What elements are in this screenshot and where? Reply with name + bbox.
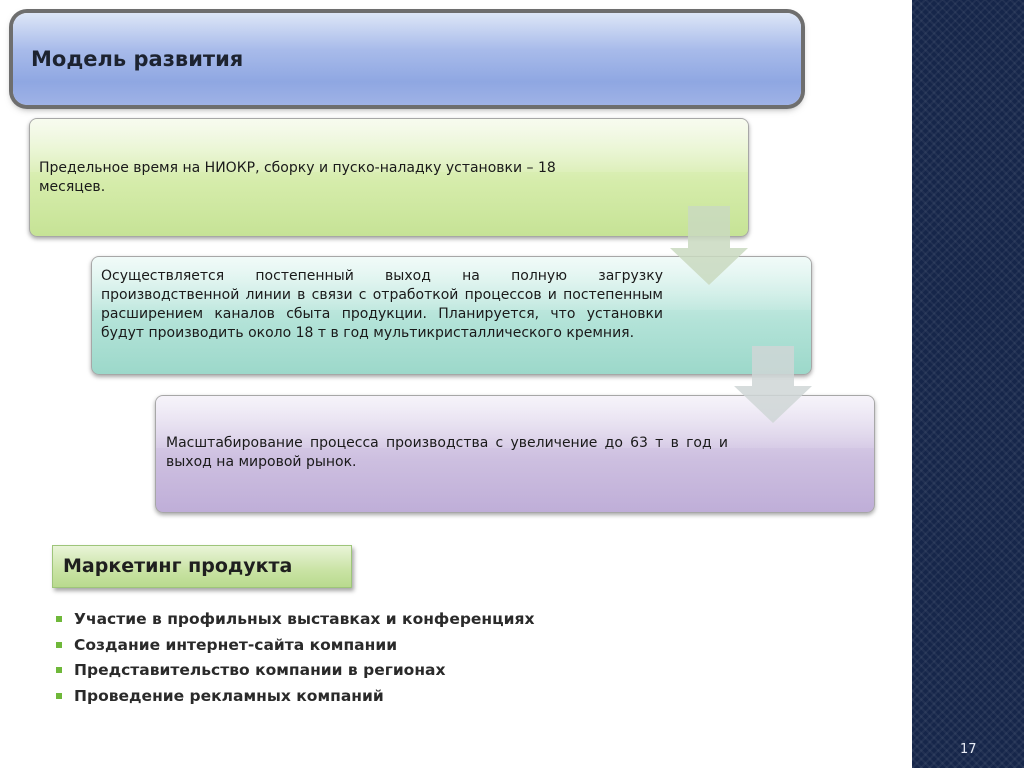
list-item-text: Проведение рекламных компаний <box>74 686 384 705</box>
process-step-1: Предельное время на НИОКР, сборку и пуск… <box>29 118 749 237</box>
process-step-3: Масштабирование процесса производства с … <box>155 395 875 513</box>
list-item: Участие в профильных выставках и конфере… <box>56 610 676 636</box>
square-bullet-icon <box>56 616 62 622</box>
square-bullet-icon <box>56 667 62 673</box>
section-heading: Маркетинг продукта <box>52 545 352 588</box>
list-item-text: Представительство компании в регионах <box>74 661 446 679</box>
title-banner: Модель развития <box>13 13 801 105</box>
page-title: Модель развития <box>31 47 244 71</box>
process-step-2-text: Осуществляется постепенный выход на полн… <box>101 268 663 341</box>
section-heading-text: Маркетинг продукта <box>63 555 293 577</box>
process-step-1-text: Предельное время на НИОКР, сборку и пуск… <box>39 160 556 195</box>
square-bullet-icon <box>56 692 62 699</box>
down-arrow-icon <box>670 206 748 285</box>
marketing-list: Участие в профильных выставках и конфере… <box>56 610 676 712</box>
process-step-2: Осуществляется постепенный выход на полн… <box>91 256 812 375</box>
list-item-text: Участие в профильных выставках и конфере… <box>74 610 535 628</box>
list-item-text: Создание интернет-сайта компании <box>74 635 398 654</box>
list-item: Создание интернет-сайта компании <box>56 636 676 662</box>
slide-number: 17 <box>960 742 977 757</box>
list-item: Проведение рекламных компаний <box>56 687 676 713</box>
down-arrow-icon <box>734 346 812 423</box>
list-item: Представительство компании в регионах <box>56 661 676 687</box>
decorative-side-band <box>912 0 1024 768</box>
process-step-3-text: Масштабирование процесса производства с … <box>166 435 728 470</box>
square-bullet-icon <box>56 641 62 648</box>
